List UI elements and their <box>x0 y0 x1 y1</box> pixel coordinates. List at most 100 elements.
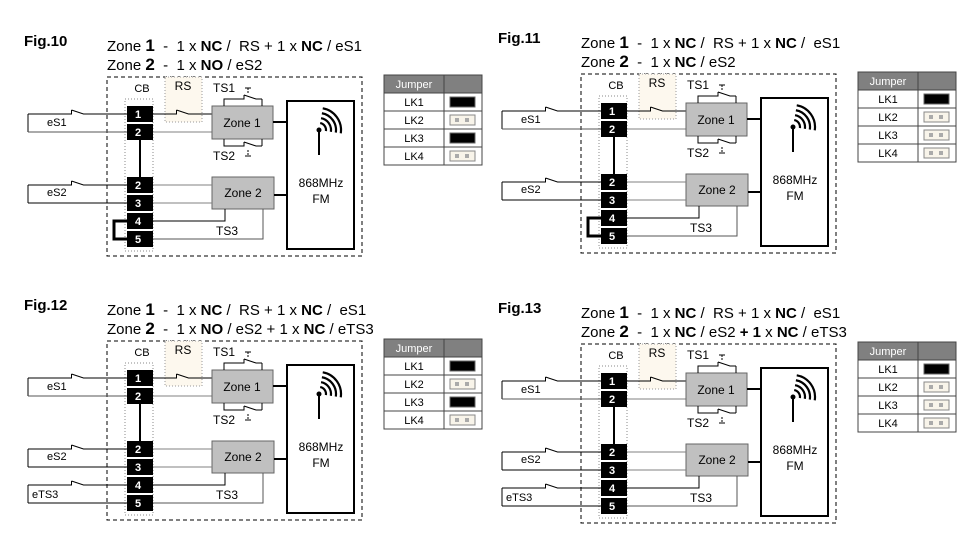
radio-module-box <box>760 97 829 247</box>
ts2-label: TS2 <box>213 149 235 163</box>
ts3-label: TS3 <box>216 488 238 502</box>
zone1-part: / RS + 1 x <box>222 302 301 319</box>
antenna-icon <box>316 371 343 419</box>
zone1-spec: Zone 1 - 1 x NC / RS + 1 x NC / eS1 <box>107 36 362 55</box>
zone1-part: - 1 x <box>629 305 675 322</box>
jumper-name: LK2 <box>878 112 898 124</box>
terminal-1-number: 1 <box>609 376 615 388</box>
jumper-name: LK3 <box>878 130 898 142</box>
zone2-number: 2 <box>619 52 628 71</box>
ts2-wire-left <box>223 403 238 411</box>
zone1-box <box>211 105 274 140</box>
terminal-5 <box>127 231 153 247</box>
ts1-switch <box>712 91 736 97</box>
es2-switch <box>502 447 601 453</box>
radio-frequency: 868MHz <box>773 443 818 457</box>
terminal-5 <box>601 498 627 514</box>
zone2-box-label: Zone 2 <box>224 186 262 200</box>
zone1-part: - 1 x <box>629 35 675 52</box>
jumper-open-icon <box>923 111 950 123</box>
rs-label: RS <box>175 79 192 93</box>
zone1-prefix: Zone <box>581 35 619 52</box>
zone2-spec: Zone 2 - 1 x NO / eS2 <box>107 55 262 74</box>
zone1-number: 1 <box>145 36 154 55</box>
cb-label: CB <box>608 80 623 92</box>
jumper-pin <box>939 385 943 389</box>
jumper-name: LK1 <box>878 94 898 106</box>
zone2-part: NC <box>304 321 326 338</box>
ets3-switch <box>28 480 127 486</box>
zone2-part: - 1 x <box>629 54 675 71</box>
jumper-name: LK2 <box>878 382 898 394</box>
jumper-pin <box>939 151 943 155</box>
zone1-part: NC <box>775 305 797 322</box>
terminal-2b <box>127 441 153 457</box>
term5-to-zone2 <box>627 206 738 237</box>
terminal-4 <box>601 480 627 496</box>
zone1-part: NC <box>201 38 223 55</box>
zone1-box-label: Zone 1 <box>697 383 735 397</box>
ets3-label: eTS3 <box>32 489 58 501</box>
terminal-4-5-loop <box>586 216 601 238</box>
ts3-label: TS3 <box>216 224 238 238</box>
jumper-name: LK4 <box>404 151 424 163</box>
terminal-5 <box>601 228 627 244</box>
jumper-pin <box>939 133 943 137</box>
jumper-pin <box>465 382 469 386</box>
terminal-4-number: 4 <box>609 213 616 225</box>
ts1-wire-left <box>697 95 712 103</box>
jumper-pin <box>929 151 933 155</box>
es2-label: eS2 <box>47 451 67 463</box>
ts2-label: TS2 <box>687 416 709 430</box>
zone2-part: NO <box>201 321 224 338</box>
terminal-2b <box>127 177 153 193</box>
antenna-wave <box>795 109 812 130</box>
terminal-1 <box>127 106 153 122</box>
ts1-switch <box>238 358 262 364</box>
es1-label: eS1 <box>521 384 541 396</box>
zone1-part: / eS1 <box>323 38 362 55</box>
ts1-label: TS1 <box>687 348 709 362</box>
jumper-pin <box>465 154 469 158</box>
jumper-header-label: Jumper <box>870 76 907 88</box>
antenna-wave <box>321 376 338 397</box>
term4-to-zone2 <box>627 476 700 489</box>
es2-switch <box>502 177 601 183</box>
jumper-header-label: Jumper <box>870 346 907 358</box>
terminal-4-number: 4 <box>135 480 142 492</box>
es1-switch <box>502 376 601 382</box>
ts2-switch <box>712 138 736 144</box>
zone1-box-label: Zone 1 <box>697 113 735 127</box>
zone1-box-label: Zone 1 <box>223 116 261 130</box>
ts2-wire-left <box>223 139 238 147</box>
zone2-part: NC <box>675 54 697 71</box>
zone2-box <box>211 440 275 474</box>
zone2-spec: Zone 2 - 1 x NC / eS2 + 1 x NC / eTS3 <box>581 322 847 341</box>
es1-label: eS1 <box>521 114 541 126</box>
terminal-3 <box>601 192 627 208</box>
jumper-pin <box>929 385 933 389</box>
jumper-pin <box>455 118 459 122</box>
zone1-part: - 1 x <box>155 38 201 55</box>
radio-modulation: FM <box>786 459 803 473</box>
jumper-pin <box>455 418 459 422</box>
zone2-box <box>211 176 275 210</box>
rs-label: RS <box>649 346 666 360</box>
terminal-3-number: 3 <box>609 465 615 477</box>
es1-label: eS1 <box>47 117 67 129</box>
es2-label: eS2 <box>521 184 541 196</box>
antenna-wave <box>796 104 817 131</box>
zone2-prefix: Zone <box>581 324 619 341</box>
antenna-wave <box>793 119 802 129</box>
ets3-label: eTS3 <box>506 492 532 504</box>
term5-to-zone2 <box>153 209 264 240</box>
zone2-number: 2 <box>619 322 628 341</box>
zone1-spec: Zone 1 - 1 x NC / RS + 1 x NC / eS1 <box>581 33 840 52</box>
ts2-switch <box>712 408 736 414</box>
zone1-part: NC <box>301 302 323 319</box>
jumper-pin <box>455 154 459 158</box>
jumper-pin <box>939 115 943 119</box>
terminal-3-number: 3 <box>135 198 141 210</box>
